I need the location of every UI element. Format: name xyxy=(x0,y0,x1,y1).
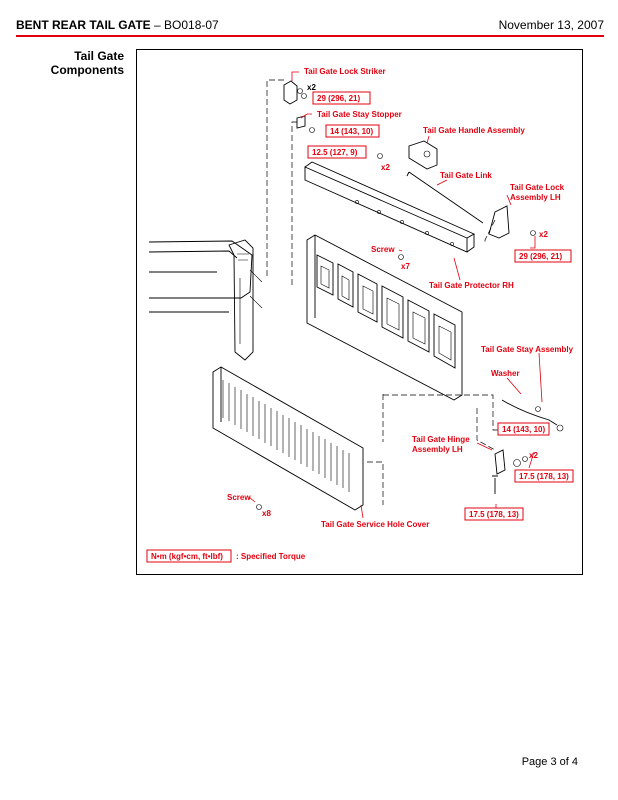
torque-box-14-b xyxy=(497,422,550,436)
label-hinge-1: Tail Gate Hinge xyxy=(412,435,470,444)
label-torque-14-b: 14 (143, 10) xyxy=(502,425,545,434)
section-title-line2: Components xyxy=(50,63,124,77)
page-header: BENT REAR TAIL GATE – BO018-07 November … xyxy=(16,16,604,36)
component-figure: .pl { fill:none; stroke:#000; stroke-wid… xyxy=(136,49,583,575)
label-hinge-2: Assembly LH xyxy=(412,445,463,454)
label-lock-striker: Tail Gate Lock Striker xyxy=(304,67,386,76)
truck-bed xyxy=(148,239,263,361)
label-lock-assembly-1: Tail Gate Lock xyxy=(510,183,565,192)
label-torque-12-5: 12.5 (127, 9) xyxy=(312,148,358,157)
label-x8: x8 xyxy=(262,509,271,518)
hardware xyxy=(256,80,564,510)
torque-box-29-a xyxy=(312,91,371,105)
label-stay-stopper: Tail Gate Stay Stopper xyxy=(317,110,402,119)
label-torque-29-a: 29 (296, 21) xyxy=(317,94,360,103)
exploded-diagram: .pl { fill:none; stroke:#000; stroke-wid… xyxy=(146,67,574,563)
torque-box-12-5 xyxy=(307,145,367,159)
service-hole-cover xyxy=(212,366,364,511)
label-x2-d: x2 xyxy=(529,451,538,460)
section-title-line1: Tail Gate xyxy=(74,49,124,63)
label-torque-17-5-b: 17.5 (178, 13) xyxy=(469,510,519,519)
callout-labels: Tail Gate Lock Striker x2 29 (296, 21) T… xyxy=(146,67,574,563)
lock-assembly xyxy=(488,205,510,239)
tail-gate-protector xyxy=(304,161,475,253)
label-x2-c: x2 xyxy=(539,230,548,239)
legend-box xyxy=(146,549,232,563)
label-torque-14-a: 14 (143, 10) xyxy=(330,127,373,136)
label-tail-gate-link: Tail Gate Link xyxy=(440,171,492,180)
hinge-assembly xyxy=(494,449,506,475)
callout-leaders xyxy=(248,71,543,519)
label-torque-29-b: 29 (296, 21) xyxy=(519,252,562,261)
label-x2-b: x2 xyxy=(381,163,390,172)
torque-box-17-5-a xyxy=(514,469,574,483)
lock-striker xyxy=(283,80,298,105)
tail-gate-panel xyxy=(306,234,463,401)
page-number: Page 3 of 4 xyxy=(521,756,578,768)
alignment-lines xyxy=(266,79,512,505)
label-screw-a: Screw xyxy=(371,245,395,254)
stay-assembly xyxy=(501,399,558,426)
hinge-bolt xyxy=(492,475,498,494)
label-x7: x7 xyxy=(401,262,410,271)
handle-assembly xyxy=(408,140,438,170)
label-handle-assembly: Tail Gate Handle Assembly xyxy=(423,126,525,135)
section-title: Tail Gate Components xyxy=(4,49,124,77)
label-protector: Tail Gate Protector RH xyxy=(429,281,514,290)
label-washer: Washer xyxy=(491,369,520,378)
label-service-cover: Tail Gate Service Hole Cover xyxy=(321,520,429,529)
doc-title-bold: BENT REAR TAIL GATE xyxy=(16,18,151,32)
label-stay-assembly: Tail Gate Stay Assembly xyxy=(481,345,574,354)
label-torque-17-5-a: 17.5 (178, 13) xyxy=(519,472,569,481)
torque-box-14-a xyxy=(325,124,380,138)
torque-box-17-5-b xyxy=(464,507,524,521)
legend-box-text: N•m (kgf•cm, ft•lbf) xyxy=(151,552,223,561)
label-screw-b: Screw xyxy=(227,493,251,502)
doc-code: – BO018-07 xyxy=(150,18,219,32)
header-rule xyxy=(16,35,604,37)
label-lock-assembly-2: Assembly LH xyxy=(510,193,561,202)
tail-gate-link xyxy=(406,171,484,224)
legend-text: : Specified Torque xyxy=(236,552,306,561)
doc-date: November 13, 2007 xyxy=(498,18,604,32)
doc-title: BENT REAR TAIL GATE – BO018-07 xyxy=(16,18,219,32)
label-x2-a: x2 xyxy=(307,83,316,92)
torque-box-29-b xyxy=(514,249,572,263)
